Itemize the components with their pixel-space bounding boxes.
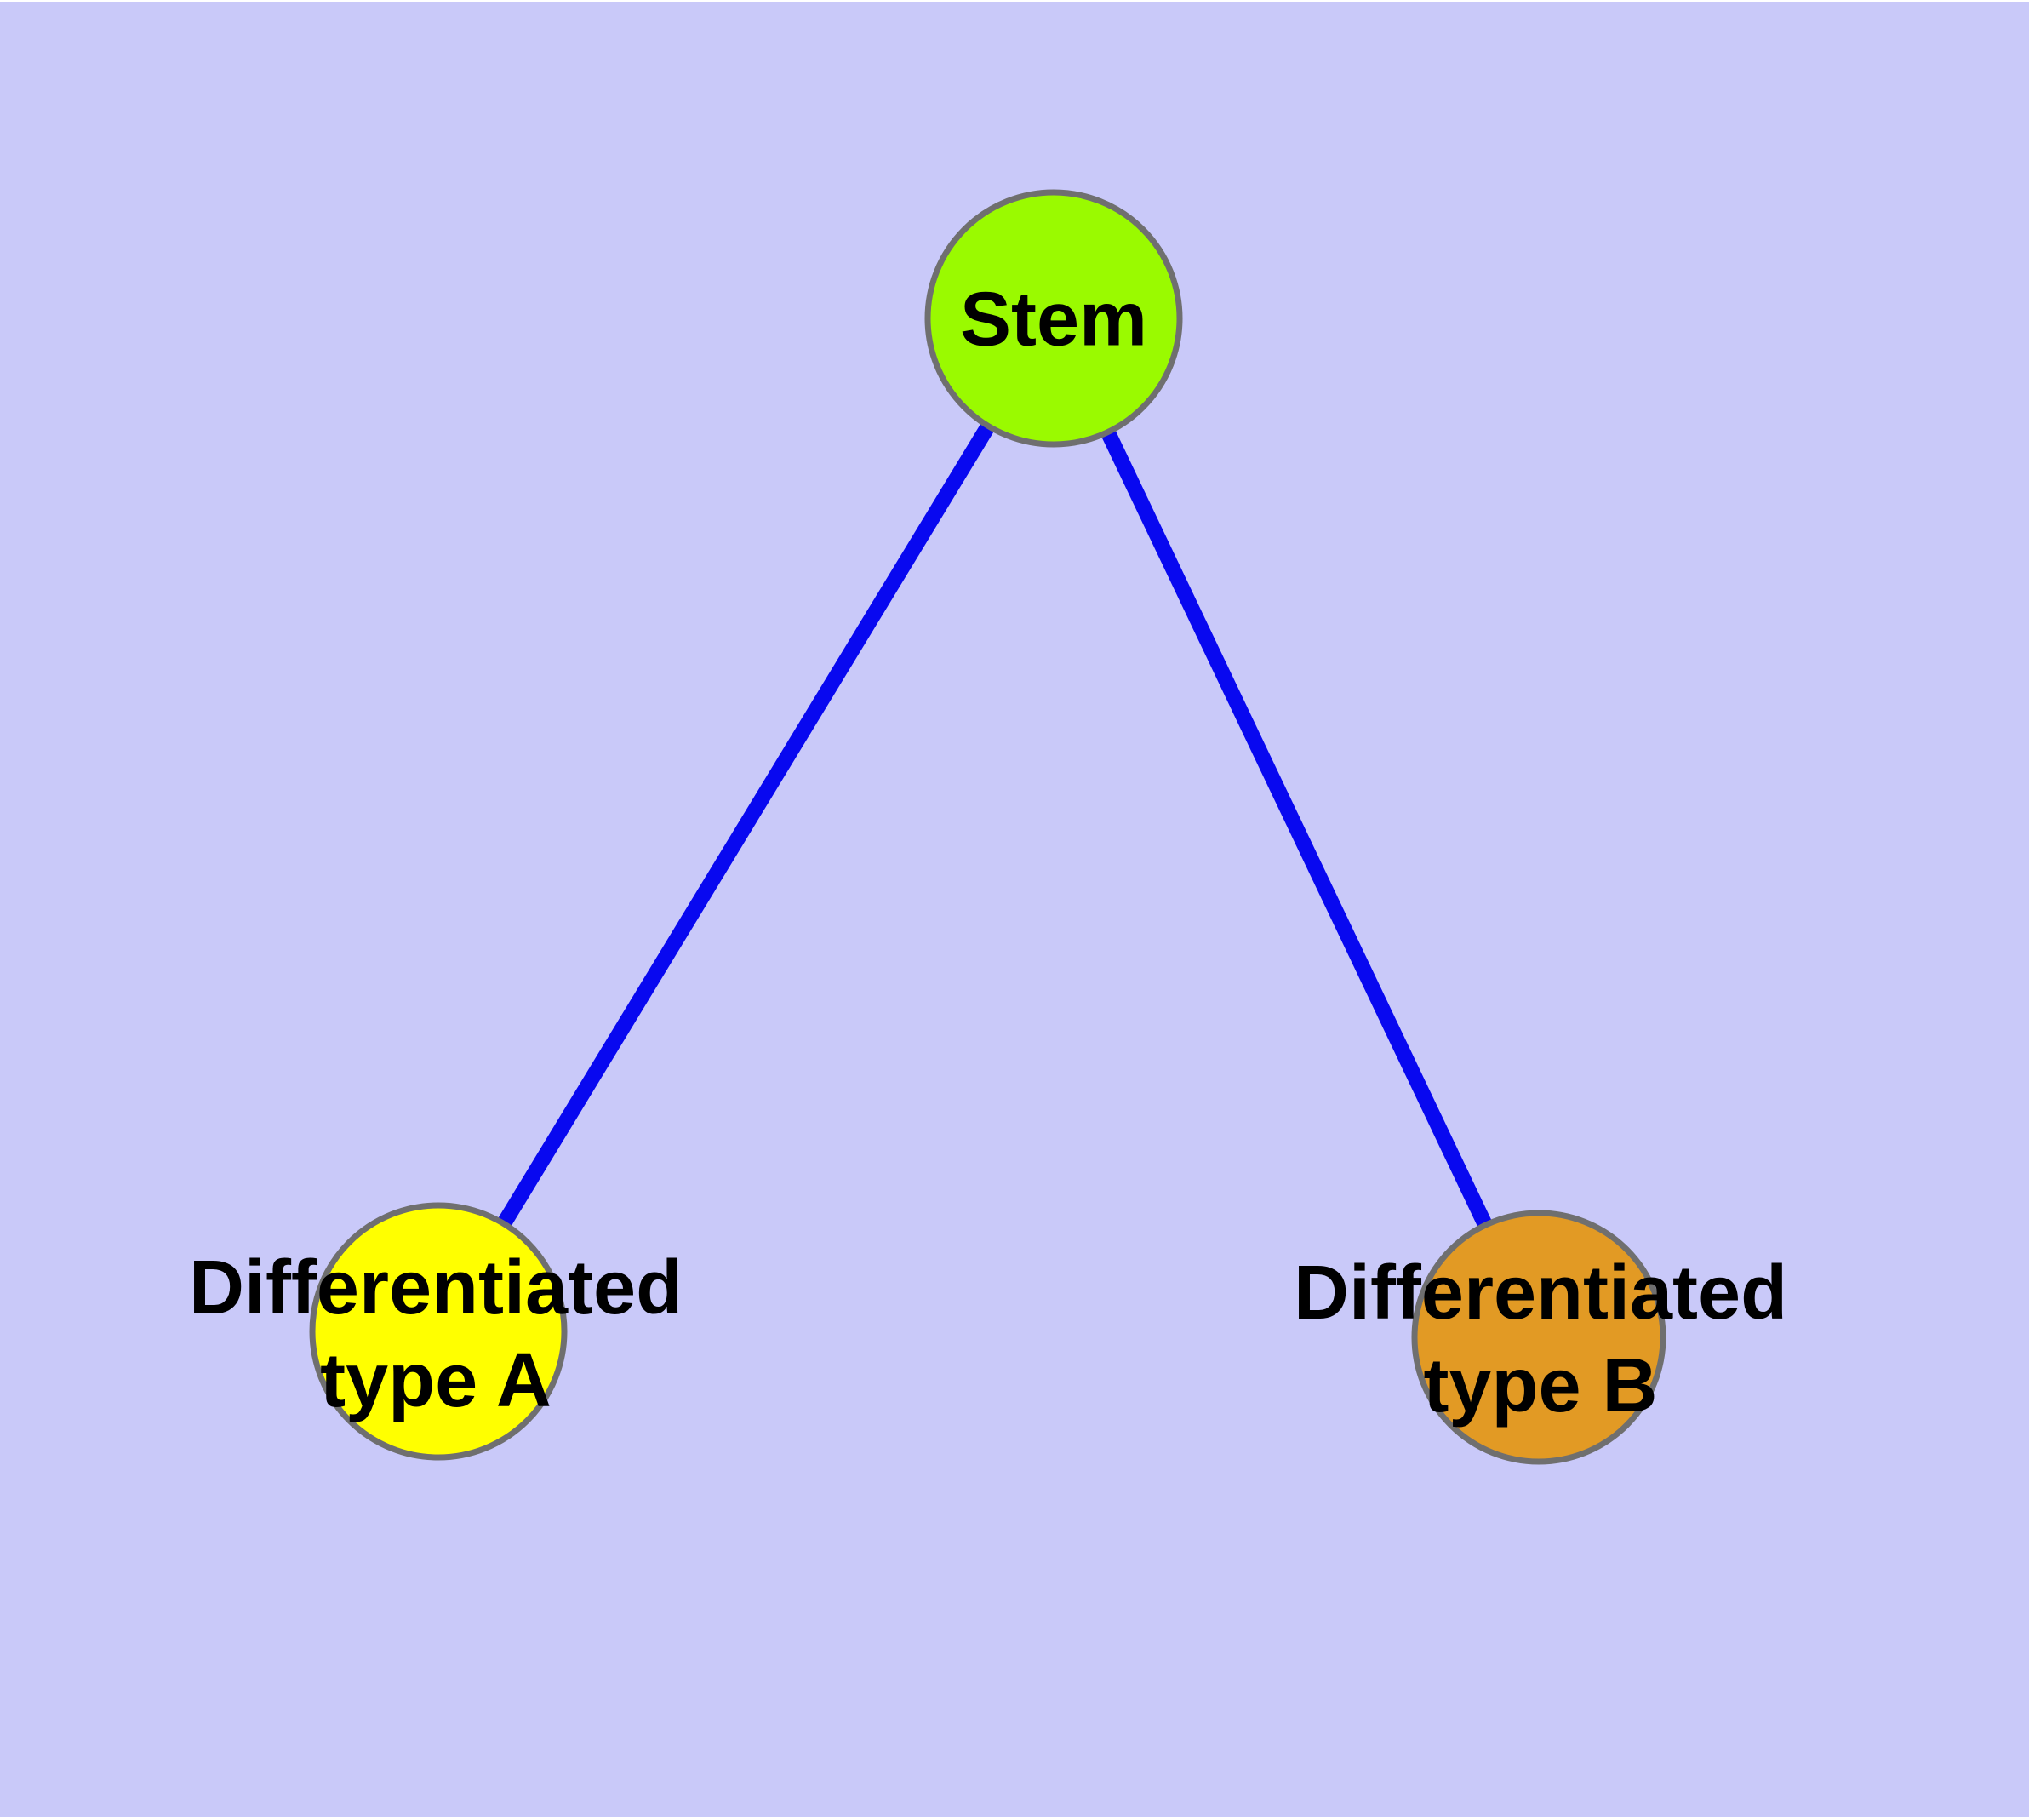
node-stem-circle	[924, 189, 1183, 448]
node-differentiated-type-b-label-line1: Differentiated	[1293, 1251, 1788, 1336]
node-differentiated-type-b-circle	[1411, 1210, 1666, 1465]
node-differentiated-type-a-label: Differentiated type A	[189, 1242, 683, 1428]
node-stem-label: Stem	[959, 277, 1148, 363]
node-differentiated-type-a-label-line1: Differentiated	[188, 1245, 683, 1331]
node-differentiated-type-b-label-line2: type B	[1423, 1343, 1658, 1428]
node-differentiated-type-b-label: Differentiated type B	[1294, 1247, 1787, 1433]
node-differentiated-type-a-label-line2: type A	[320, 1338, 552, 1423]
edge-stem-to-type-b	[1046, 315, 1546, 1341]
node-differentiated-type-a-circle	[309, 1202, 568, 1461]
edge-stem-to-type-a	[432, 314, 1060, 1336]
